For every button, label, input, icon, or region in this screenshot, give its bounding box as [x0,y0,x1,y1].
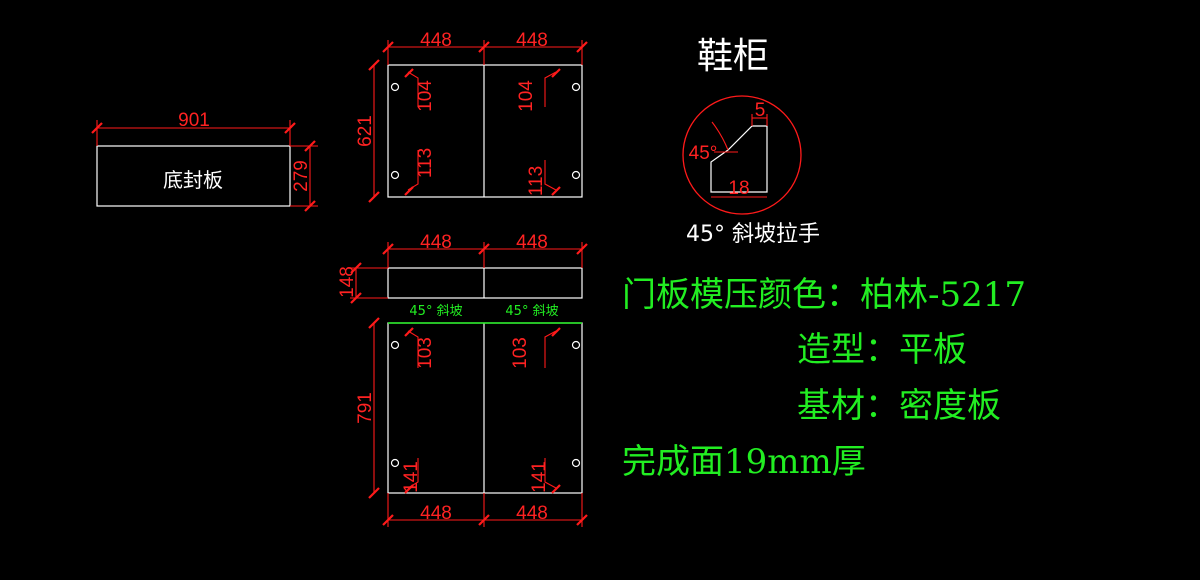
dim-tick [576,41,588,53]
dim-tick [382,41,394,53]
leader-line [544,160,557,191]
drawer-slope-left: 45° 斜坡 [409,304,462,319]
dim-tick [368,487,380,499]
dim-tick [551,68,561,78]
dim-tick [284,122,296,134]
lower-left-handle-top: 103 [415,337,436,369]
lower-right-width: 448 [516,503,548,524]
leader-line [407,330,419,368]
top-left-handle-top: 104 [415,80,436,112]
dim-tick [404,327,414,337]
hinge-hole [571,340,581,350]
lower-left-width: 448 [420,503,452,524]
dim-tick [350,262,362,274]
dim-tick [478,514,490,526]
spec-thickness: 完成面19mm厚 [622,442,866,482]
handle-bottom-dim: 18 [728,178,749,199]
top-right-handle-bottom: 113 [526,166,547,196]
dim-tick [551,484,561,494]
dim-tick [478,41,490,53]
hinge-hole [390,340,400,350]
dim-tick [304,200,316,212]
hinge-hole [571,170,581,180]
dim-tick [91,122,103,134]
handle-top-dim: 5 [755,100,766,121]
angle-arc [711,121,729,151]
hinge-hole [571,82,581,92]
dim-tick [551,327,561,337]
lower-cabinet: 791 103 103 141 141 448 448 [355,317,588,527]
dim-tick [478,243,490,255]
dim-tick [382,514,394,526]
spec-notes: 门板模压颜色：柏林-5217 造型：平板 基材：密度板 完成面19mm厚 [622,275,1026,482]
dim-tick [404,186,414,196]
dim-tick [368,191,380,203]
drawer-height: 148 [337,266,358,298]
leader-line [544,330,557,368]
dim-tick [304,140,316,152]
hinge-hole [390,170,400,180]
page-title: 鞋柜 [697,36,769,77]
top-left-width: 448 [420,30,452,51]
drawer-left-width: 448 [420,232,452,253]
handle-detail: 5 45° 18 45° 斜坡拉手 [682,95,820,247]
drawer-outline [387,267,583,299]
spec-color: 门板模压颜色：柏林-5217 [622,275,1026,315]
top-cabinet-outline [387,64,583,198]
dim-tick [368,59,380,71]
top-cabinet: 448 448 621 104 104 113 113 [355,30,588,203]
top-right-handle-top: 104 [516,80,537,112]
dim-tick [404,484,414,494]
lower-right-handle-top: 103 [510,337,531,369]
hinge-hole [571,458,581,468]
bottom-panel-width: 901 [178,110,210,131]
lower-cabinet-height: 791 [355,392,376,424]
handle-caption: 45° 斜坡拉手 [686,222,820,247]
leader-line [407,71,419,107]
bottom-panel-height: 279 [291,160,312,192]
drawer-slope-right: 45° 斜坡 [505,304,558,319]
bottom-panel: 底封板 901 279 [91,110,318,212]
hinge-hole [390,458,400,468]
handle-angle: 45° [689,143,718,164]
dim-tick [382,243,394,255]
detail-circle [682,95,802,215]
bottom-panel-outline [96,145,291,207]
dim-tick [404,68,414,78]
leader-line [544,458,557,489]
top-right-width: 448 [516,30,548,51]
bottom-panel-label: 底封板 [163,168,223,192]
hinge-hole [390,82,400,92]
dim-tick [551,186,561,196]
dim-tick [368,317,380,329]
dim-tick [576,514,588,526]
dim-tick [576,243,588,255]
lower-right-handle-bottom: 141 [529,461,550,493]
drawer-right-width: 448 [516,232,548,253]
leader-line [544,71,557,107]
drawer: 448 448 148 45° 斜坡 45° 斜坡 [337,232,588,319]
spec-material: 基材：密度板 [797,386,1001,426]
lower-left-handle-bottom: 141 [401,461,422,493]
top-cabinet-height: 621 [355,115,376,147]
spec-style: 造型：平板 [797,330,967,370]
top-left-handle-bottom: 113 [415,148,436,178]
dim-tick [350,292,362,304]
